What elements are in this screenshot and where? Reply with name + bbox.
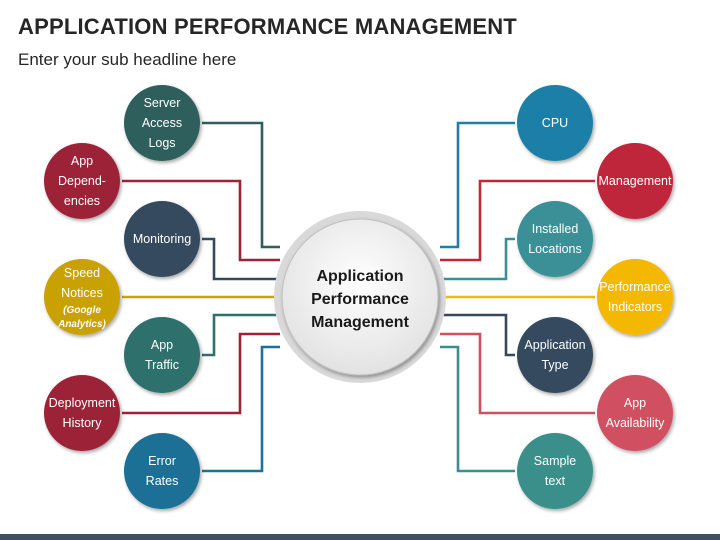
left-node-speed-notices-label-2: Notices xyxy=(61,286,103,300)
left-node-deployment-history-label-1: Deployment xyxy=(49,396,116,410)
hub-circle xyxy=(281,218,439,376)
left-node-speed-notices-note-2: Analytics) xyxy=(57,319,106,330)
left-node-app-dependencies-label-3: encies xyxy=(64,194,100,208)
left-connector-app-dependencies xyxy=(120,179,280,262)
right-connector-application-type xyxy=(440,313,517,357)
left-node-speed-notices-label-1: Speed xyxy=(64,266,100,280)
left-node-speed-notices-circle xyxy=(44,259,120,335)
right-node-sample-text-label-2: text xyxy=(545,474,566,488)
left-node-app-traffic-label-1: App xyxy=(151,338,173,352)
left-node-app-traffic-label-2: Traffic xyxy=(145,358,179,372)
central-hub: Application Performance Management xyxy=(274,211,446,383)
right-node-app-availability-circle xyxy=(597,375,673,451)
left-node-monitoring-label-1: Monitoring xyxy=(133,232,191,246)
left-connector-error-rates xyxy=(200,345,280,473)
hub-label-line-2: Performance xyxy=(311,291,409,308)
connector-lines xyxy=(120,121,597,473)
left-node-speed-notices-note-1: (Google xyxy=(63,305,101,316)
left-node-app-traffic-circle xyxy=(124,317,200,393)
hub-label-line-3: Management xyxy=(311,314,409,331)
right-node-sample-text-circle xyxy=(517,433,593,509)
right-node-cpu: CPU xyxy=(515,83,595,163)
right-node-management-circle xyxy=(597,143,673,219)
right-node-management-label-1: Management xyxy=(599,174,672,188)
left-node-monitoring: Monitoring xyxy=(122,199,202,279)
left-node-deployment-history-circle xyxy=(44,375,120,451)
left-node-app-dependencies-circle xyxy=(44,143,120,219)
right-node-app-availability-label-1: App xyxy=(624,396,646,410)
right-node-sample-text: Sample text xyxy=(515,431,595,511)
right-connector-management xyxy=(440,179,597,262)
right-node-performance-indicators-label-1: Performance xyxy=(599,280,671,294)
left-node-error-rates-label-2: Rates xyxy=(146,474,179,488)
left-node-monitoring-circle xyxy=(124,201,200,277)
right-node-installed-locations-label-2: Locations xyxy=(528,242,582,256)
page-title: APPLICATION PERFORMANCE MANAGEMENT xyxy=(18,14,517,39)
right-node-app-availability-label-2: Availability xyxy=(606,416,666,430)
left-connector-app-traffic xyxy=(200,313,280,357)
hub-label-line-1: Application xyxy=(316,268,403,285)
left-connector-monitoring xyxy=(200,237,280,281)
left-node-app-dependencies-label-2: Depend- xyxy=(58,174,106,188)
right-node-cpu-circle xyxy=(517,85,593,161)
left-connector-deployment-history xyxy=(120,332,280,415)
left-node-server-access-logs-label-2: Access xyxy=(142,116,182,130)
left-node-server-access-logs-label-1: Server xyxy=(144,96,181,110)
right-node-installed-locations-circle xyxy=(517,201,593,277)
right-node-cpu-label-1: CPU xyxy=(542,116,568,130)
footer-bar xyxy=(0,534,720,540)
right-node-installed-locations-label-1: Installed xyxy=(532,222,579,236)
right-node-performance-indicators-label-2: Indicators xyxy=(608,300,662,314)
right-node-performance-indicators-circle xyxy=(597,259,673,335)
right-node-management: Management xyxy=(595,141,675,221)
right-connector-cpu xyxy=(440,121,517,249)
right-connector-app-availability xyxy=(440,332,597,415)
right-node-application-type-circle xyxy=(517,317,593,393)
left-node-error-rates-label-1: Error xyxy=(148,454,176,468)
left-node-server-access-logs-label-3: Logs xyxy=(148,136,175,150)
right-connector-installed-locations xyxy=(440,237,517,281)
node-bubbles: ServerAccessLogsAppDepend-enciesMonitori… xyxy=(42,83,675,511)
page-subtitle: Enter your sub headline here xyxy=(18,50,237,69)
left-node-app-dependencies-label-1: App xyxy=(71,154,93,168)
left-node-deployment-history-label-2: History xyxy=(63,416,103,430)
left-connector-server-access-logs xyxy=(200,121,280,249)
left-node-error-rates-circle xyxy=(124,433,200,509)
right-connector-sample-text xyxy=(440,345,517,473)
right-node-application-type-label-1: Application xyxy=(524,338,585,352)
right-node-sample-text-label-1: Sample xyxy=(534,454,576,468)
left-node-server-access-logs-circle xyxy=(124,85,200,161)
right-node-application-type-label-2: Type xyxy=(541,358,568,372)
